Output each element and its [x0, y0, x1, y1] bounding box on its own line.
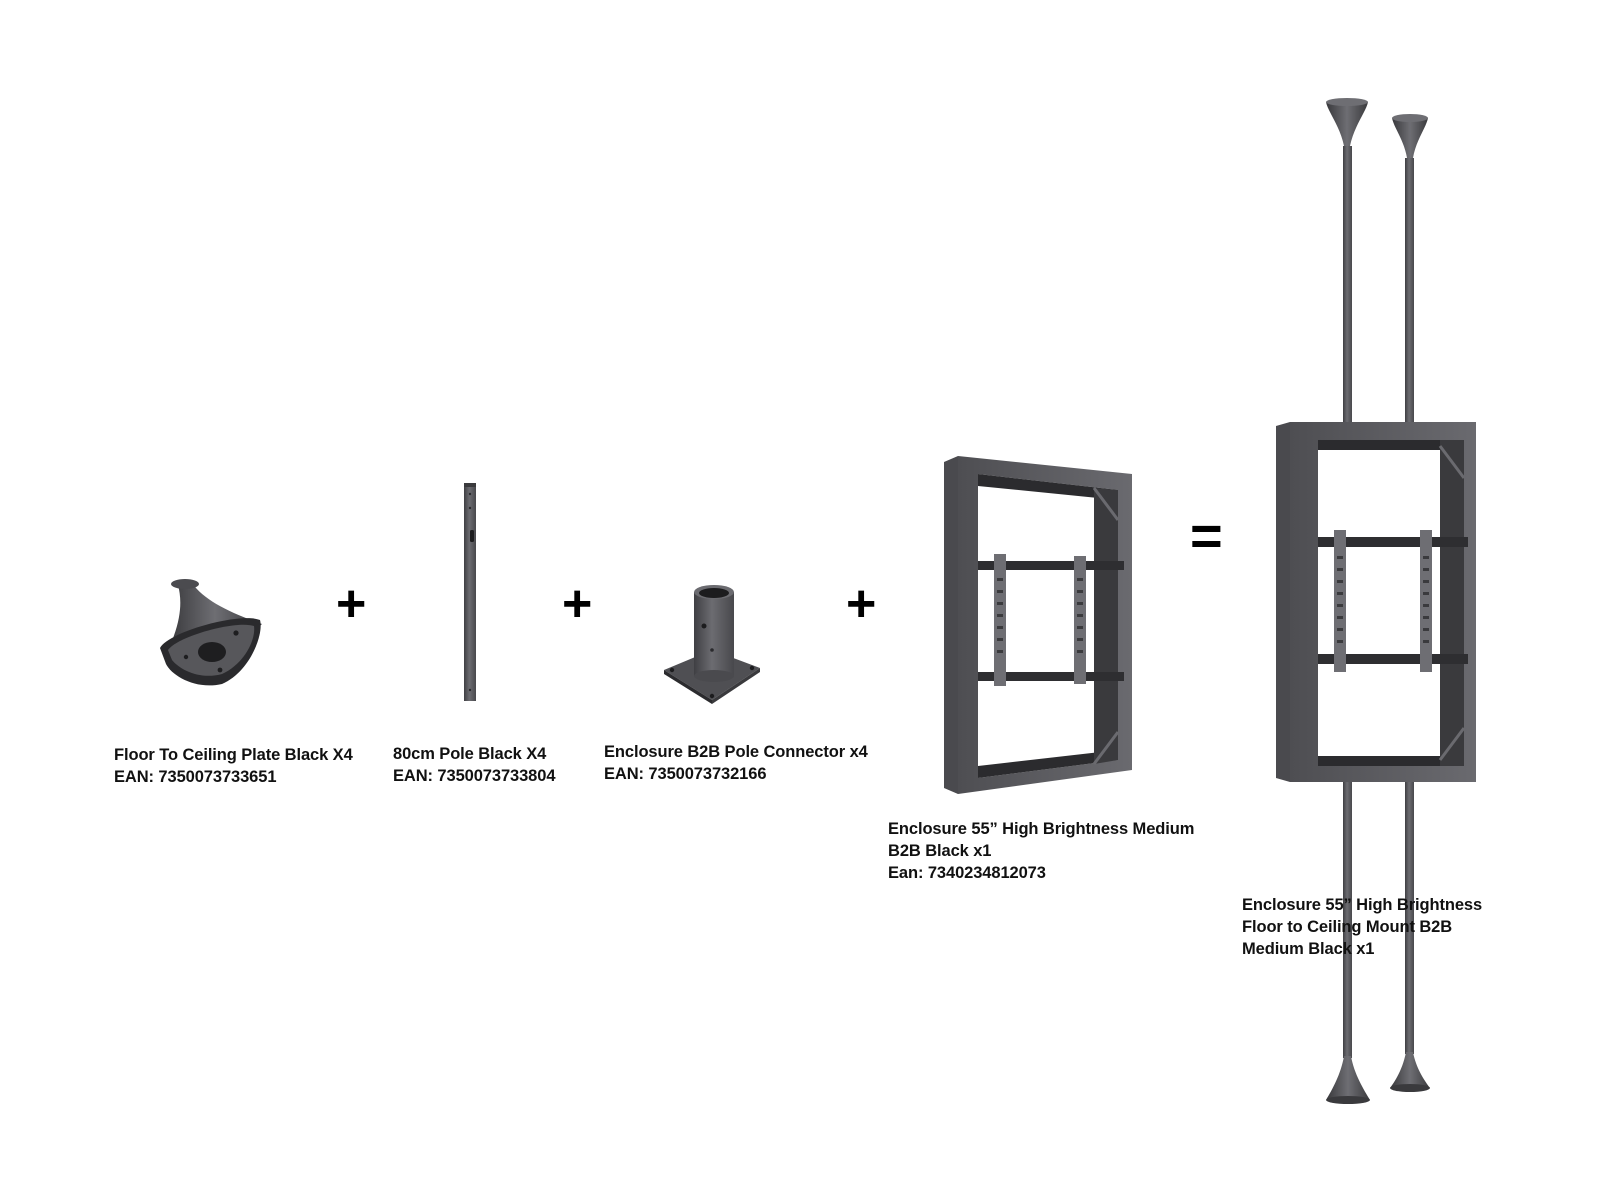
- component-label-ceiling-plate: Floor To Ceiling Plate Black X4 EAN: 735…: [114, 744, 353, 788]
- component-ean: EAN: 7350073733804: [393, 767, 556, 785]
- result-label: Enclosure 55” High Brightness Floor to C…: [1242, 894, 1482, 960]
- plus-operator: +: [336, 575, 367, 633]
- enclosure-icon: [944, 456, 1132, 794]
- component-name: B2B Black x1: [888, 842, 992, 860]
- component-name: Enclosure 55” High Brightness Medium: [888, 820, 1195, 838]
- component-ean: Ean: 7340234812073: [888, 864, 1046, 882]
- component-label-pole-connector: Enclosure B2B Pole Connector x4 EAN: 735…: [604, 741, 868, 785]
- result-name: Enclosure 55” High Brightness: [1242, 896, 1483, 914]
- component-label-enclosure: Enclosure 55” High Brightness Medium B2B…: [888, 818, 1194, 884]
- component-name: 80cm Pole Black X4: [393, 745, 547, 763]
- plus-operator: +: [562, 575, 593, 633]
- pole-icon: [464, 483, 476, 701]
- plus-operator: +: [846, 575, 877, 633]
- result-name: Medium Black x1: [1242, 940, 1375, 958]
- ceiling-plate-icon: [160, 579, 262, 686]
- component-name: Floor To Ceiling Plate Black X4: [114, 746, 353, 764]
- result-name: Floor to Ceiling Mount B2B: [1242, 918, 1453, 936]
- equals-operator: =: [1190, 504, 1223, 567]
- component-label-pole: 80cm Pole Black X4 EAN: 7350073733804: [393, 743, 556, 787]
- pole-connector-icon: [664, 585, 760, 704]
- assembled-mount-icon: [1276, 98, 1476, 1104]
- component-ean: EAN: 7350073732166: [604, 765, 767, 783]
- component-ean: EAN: 7350073733651: [114, 768, 277, 786]
- component-name: Enclosure B2B Pole Connector x4: [604, 743, 868, 761]
